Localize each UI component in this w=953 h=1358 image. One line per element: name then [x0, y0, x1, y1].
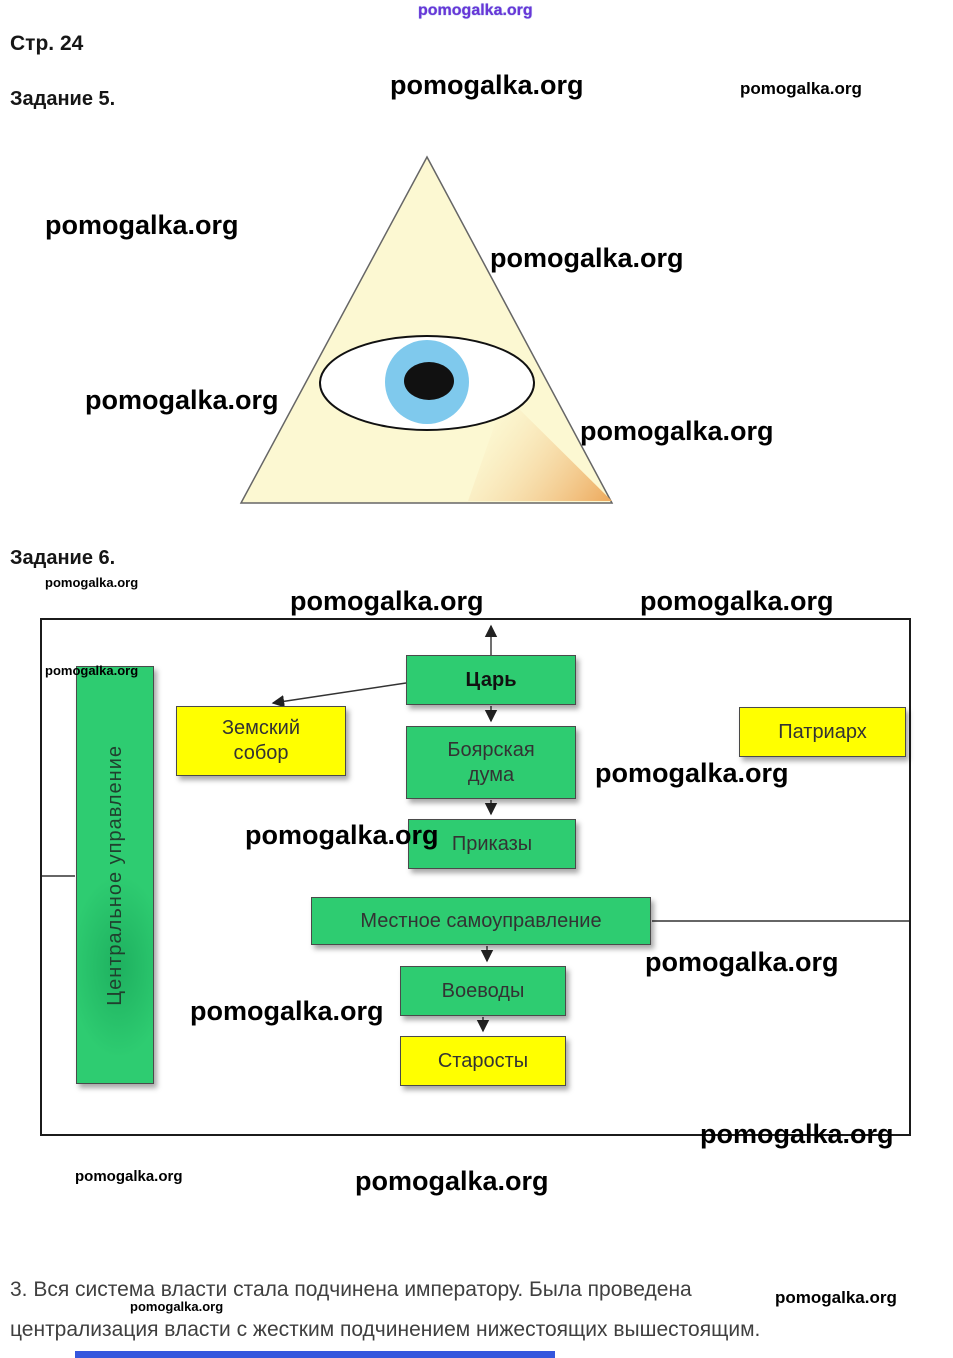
diagram-node-local-self-government: Местное самоуправление	[311, 897, 651, 945]
watermark: pomogalka.org	[45, 210, 239, 240]
watermark: pomogalka.org	[290, 586, 484, 616]
eye-pupil	[404, 362, 454, 400]
node-label: Старосты	[437, 1049, 529, 1072]
watermark: pomogalka.org	[190, 996, 384, 1026]
pyramid-orange-shade	[468, 395, 612, 501]
diagram-node-starosty: Старосты	[400, 1036, 566, 1086]
diagram-node-tsar: Царь	[406, 655, 576, 705]
diagram-node-voevody: Воеводы	[400, 966, 566, 1016]
watermark: pomogalka.org	[645, 947, 839, 977]
bottom-blue-bar	[75, 1351, 555, 1358]
watermark: pomogalka.org	[700, 1119, 894, 1149]
diagram-node-central-administration: Центральное управление	[76, 666, 154, 1084]
watermark: pomogalka.org	[640, 586, 834, 616]
node-label: Центральное управление	[103, 744, 126, 1006]
watermark: pomogalka.org	[775, 1288, 897, 1307]
node-label: Патриарх	[778, 720, 867, 743]
watermark: pomogalka.org	[45, 663, 139, 678]
diagram-node-boyar-duma: Боярская дума	[406, 726, 576, 799]
task5-heading: Задание 5.	[10, 88, 116, 110]
node-label: Воеводы	[441, 979, 525, 1002]
watermark: pomogalka.org	[595, 758, 789, 788]
diagram-node-zemsky-sobor: Земский собор	[176, 706, 346, 776]
page-number-label: Стр. 24	[10, 32, 84, 55]
watermark: pomogalka.org	[130, 1299, 224, 1314]
watermark: pomogalka.org	[75, 1168, 183, 1185]
answer-text-line: централизация власти с жестким подчинени…	[10, 1318, 761, 1341]
watermark: pomogalka.org	[580, 416, 774, 446]
pyramid-eye-figure	[239, 155, 614, 504]
node-label: Царь	[465, 668, 517, 691]
diagram-frame	[40, 618, 911, 1136]
answer-text-line: 3. Вся система власти стала подчинена им…	[10, 1278, 692, 1301]
watermark: pomogalka.org	[418, 2, 533, 19]
watermark: pomogalka.org	[490, 243, 684, 273]
watermark: pomogalka.org	[390, 70, 584, 100]
watermark: pomogalka.org	[45, 575, 139, 590]
node-label: Боярская дума	[447, 738, 535, 786]
watermark: pomogalka.org	[740, 79, 862, 98]
watermark: pomogalka.org	[85, 385, 279, 415]
diagram-node-patriarch: Патриарх	[739, 707, 906, 757]
task6-heading: Задание 6.	[10, 547, 116, 569]
diagram-node-prikazy: Приказы	[408, 819, 576, 869]
watermark: pomogalka.org	[355, 1166, 549, 1196]
node-label: Местное самоуправление	[360, 909, 602, 932]
node-label: Земский собор	[221, 717, 301, 764]
node-label: Приказы	[451, 832, 533, 855]
watermark: pomogalka.org	[245, 820, 439, 850]
